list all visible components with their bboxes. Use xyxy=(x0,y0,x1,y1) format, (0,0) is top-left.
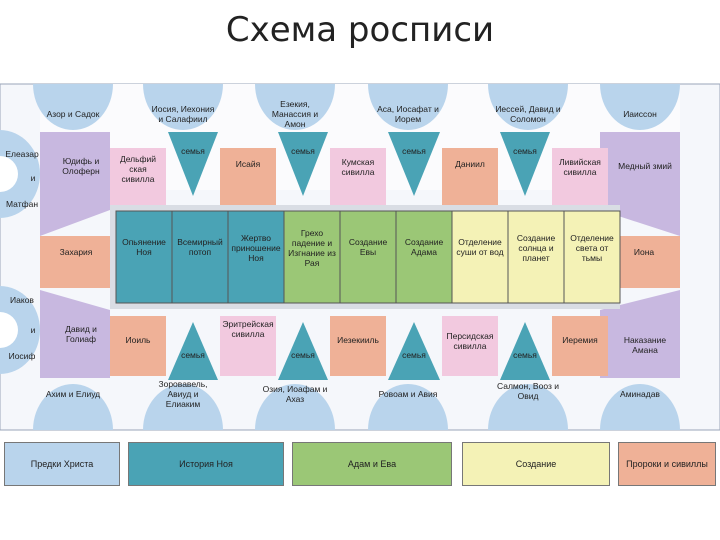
label-erythraean-sibyl: Эритрейская сивилла xyxy=(222,319,274,339)
legend-label: Пророки и сивиллы xyxy=(626,459,708,469)
spandrel-bottom-right xyxy=(600,290,680,378)
throne-zechariah xyxy=(40,236,112,288)
throne-jeremiah xyxy=(552,316,608,376)
throne-libyan-sibyl xyxy=(552,148,608,208)
triangle-family-top-3 xyxy=(388,132,440,196)
label-libyan-sibyl: Ливийская сивилла xyxy=(559,157,601,177)
corner-label-brazen-serpent: Медный змий xyxy=(618,161,672,171)
lunette-label-bottom-1: Ахим и Елиуд xyxy=(45,389,101,399)
lunette-label-top-6: Иаиссон xyxy=(623,109,657,119)
scene-label-9: Отделение света от тьмы xyxy=(570,233,614,263)
corner-label-judith: Юдифь и Олоферн xyxy=(62,156,100,176)
legend-noah: История Ноя xyxy=(128,442,284,486)
lunettes-top xyxy=(33,84,680,130)
label-persian-sibyl: Персидская сивилла xyxy=(446,331,494,351)
lunette-label-bottom-2: Зоровавель, Авиуд и Елиаким xyxy=(158,379,208,409)
left-label-eleazar: Елеазар xyxy=(5,149,39,159)
label-daniel: Даниил xyxy=(455,159,485,169)
ceiling-scheme-diagram xyxy=(0,83,720,431)
triangle-family-top-1 xyxy=(168,132,218,196)
scene-panel-4 xyxy=(283,210,341,304)
scene-label-6: Создание Адама xyxy=(404,237,444,257)
left-label-joseph: Иосиф xyxy=(8,351,36,361)
label-family-top-3: семья xyxy=(402,146,426,156)
label-family-bottom-1: семья xyxy=(181,350,205,360)
lunette-label-top-1: Азор и Садок xyxy=(46,109,100,119)
label-family-bottom-2: семья xyxy=(291,350,315,360)
scene-label-7: Отделение суши от вод xyxy=(456,237,504,257)
lunette-label-top-5: Иессей, Давид и Соломон xyxy=(495,104,561,124)
legend-prophets-sibyls: Пророки и сивиллы xyxy=(618,442,716,486)
throne-ezekiel xyxy=(330,316,386,376)
legend-adam-eve: Адам и Ева xyxy=(292,442,452,486)
label-zechariah: Захария xyxy=(59,247,93,257)
legend-label: Создание xyxy=(515,459,557,469)
label-family-top-4: семья xyxy=(513,146,537,156)
scene-label-3: Жертво приношение Ноя xyxy=(231,233,281,263)
scene-panel-5 xyxy=(339,210,397,304)
label-isaiah: Исайя xyxy=(235,159,261,169)
lunette-label-bottom-4: Ровоам и Авия xyxy=(378,389,438,399)
scene-label-1: Опьянение Ноя xyxy=(122,237,166,257)
corner-label-haman: Наказание Амана xyxy=(623,335,667,355)
triangle-family-bottom-1 xyxy=(168,322,218,380)
scene-label-8: Создание солнца и планет xyxy=(516,233,556,263)
label-cumaean-sibyl: Кумская сивилла xyxy=(341,157,375,177)
scene-panel-6 xyxy=(395,210,453,304)
label-jeremiah: Иеремия xyxy=(562,335,598,345)
scene-label-4: Грехо падение и Изгнание из Рая xyxy=(288,228,336,268)
spandrel-bottom-left xyxy=(40,290,110,378)
triangle-family-top-2 xyxy=(278,132,328,196)
lunette-label-top-3: Езекия, Манассия и Амон xyxy=(271,99,319,129)
lunette-left-top xyxy=(0,130,40,218)
triangle-family-top-4 xyxy=(500,132,550,196)
label-family-top-1: семья xyxy=(181,146,205,156)
legend-label: История Ноя xyxy=(179,459,233,469)
label-jonah: Иона xyxy=(633,247,655,257)
throne-daniel xyxy=(442,148,498,208)
throne-erythraean-sibyl xyxy=(220,316,276,376)
legend-label: Предки Христа xyxy=(30,459,94,469)
page-title: Схема росписи xyxy=(225,10,495,50)
left-label-and-top: и xyxy=(30,173,36,183)
label-family-bottom-4: семья xyxy=(513,350,537,360)
legend-creation: Создание xyxy=(462,442,610,486)
lunettes-bottom xyxy=(33,384,680,430)
scene-label-5: Создание Евы xyxy=(348,237,388,257)
spandrel-top-left xyxy=(40,132,110,236)
scene-label-2: Всемирный потоп xyxy=(177,237,223,257)
label-ezekiel: Иезекииль xyxy=(337,335,379,345)
left-label-matthan: Матфан xyxy=(5,199,39,209)
throne-cumaean-sibyl xyxy=(330,148,386,208)
legend-label: Адам и Ева xyxy=(347,459,397,469)
lunette-label-bottom-5: Салмон, Вооз и Овид xyxy=(497,381,559,401)
label-joel: Иоиль xyxy=(125,335,151,345)
label-family-top-2: семья xyxy=(291,146,315,156)
lunette-label-bottom-6: Аминадав xyxy=(620,389,660,399)
triangle-family-bottom-3 xyxy=(388,322,440,380)
left-label-and-bottom: и xyxy=(30,325,36,335)
scene-panel-3 xyxy=(227,210,285,304)
left-label-jacob: Иаков xyxy=(10,295,34,305)
lunette-label-top-2: Иосия, Иехония и Салафиил xyxy=(151,104,215,124)
triangle-family-bottom-4 xyxy=(500,322,550,380)
legend-ancestors: Предки Христа xyxy=(4,442,120,486)
lunette-left-bottom xyxy=(0,286,40,374)
corner-label-david-goliath: Давид и Голиаф xyxy=(65,324,97,344)
scene-panels xyxy=(115,210,621,304)
lunette-label-top-4: Аса, Иосафат и Иорем xyxy=(377,104,439,124)
label-family-bottom-3: семья xyxy=(402,350,426,360)
throne-isaiah xyxy=(220,148,276,208)
triangle-family-bottom-2 xyxy=(278,322,328,380)
scene-panel-7 xyxy=(451,210,509,304)
label-delphic-sibyl: Дельфий ская сивилла xyxy=(119,154,157,184)
lunette-label-bottom-3: Озия, Иоафам и Ахаз xyxy=(262,384,328,404)
throne-delphic-sibyl xyxy=(110,148,166,208)
throne-joel xyxy=(110,316,166,376)
throne-persian-sibyl xyxy=(442,316,498,376)
scene-panel-9 xyxy=(563,210,621,304)
